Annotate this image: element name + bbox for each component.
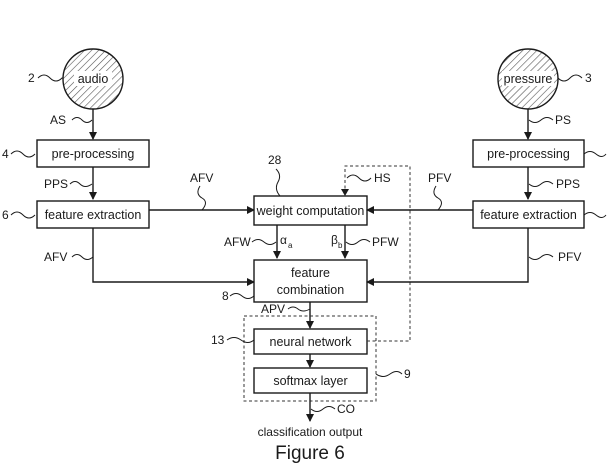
ps-label: PS <box>555 113 571 127</box>
pps-left-label: PPS <box>44 177 68 191</box>
co-leader <box>310 406 336 412</box>
afv-left-leader <box>71 254 94 260</box>
ref-13: 13 <box>211 333 225 347</box>
neural-network-label: neural network <box>270 335 353 349</box>
ref-leader-right-pre <box>583 151 607 157</box>
afv-top-leader <box>197 185 206 211</box>
ref-leader-9 <box>375 371 403 377</box>
feature-combination-label-1: feature <box>291 266 330 280</box>
weight-computation-label: weight computation <box>256 204 365 218</box>
afv-top-label: AFV <box>190 171 213 185</box>
ref-3: 3 <box>585 71 592 85</box>
hs-leader <box>346 174 372 182</box>
pps-right-leader <box>528 181 554 187</box>
pfv-to-combination-arrow <box>366 228 529 286</box>
pfv-right-leader <box>528 254 554 260</box>
pps-left-leader <box>69 181 93 187</box>
ref-leader-2 <box>37 74 63 82</box>
ref-leader-right-fe <box>583 212 607 218</box>
afv-left-label: AFV <box>44 250 67 264</box>
hs-label: HS <box>374 171 391 185</box>
pps-right-label: PPS <box>556 177 580 191</box>
as-label: AS <box>50 113 66 127</box>
ref-4: 4 <box>2 147 9 161</box>
ref-28: 28 <box>268 153 282 167</box>
as-leader <box>71 117 93 123</box>
softmax-layer-label: softmax layer <box>273 374 347 388</box>
audio-label: audio <box>78 72 109 86</box>
figure-title: Figure 6 <box>275 443 345 464</box>
apv-label: APV <box>261 302 285 316</box>
ref-leader-8 <box>229 293 255 299</box>
ps-leader <box>528 117 554 123</box>
ref-2: 2 <box>28 71 35 85</box>
hs-arrowhead <box>341 189 349 196</box>
alpha-subscript: a <box>288 241 293 250</box>
ref-leader-28 <box>275 168 281 197</box>
feature-combination-box <box>253 259 368 303</box>
ref-leader-3 <box>557 74 583 82</box>
beta-subscript: b <box>338 241 343 250</box>
afv-to-combination-arrow <box>92 228 255 286</box>
hs-feedback-path <box>344 165 411 342</box>
ref-leader-4 <box>10 150 36 158</box>
audio-source: audio <box>62 48 124 110</box>
ref-leader-6 <box>10 211 36 219</box>
alpha-symbol: α <box>280 233 287 247</box>
co-label: CO <box>337 402 355 416</box>
pfw-leader <box>345 239 371 245</box>
pfv-right-label: PFV <box>558 250 581 264</box>
apv-leader <box>287 306 311 312</box>
ref-9: 9 <box>404 367 411 381</box>
feature-extraction-left-box <box>36 200 150 229</box>
feature-extraction-right-label: feature extraction <box>480 208 577 222</box>
afw-leader <box>251 239 277 245</box>
ref-6: 6 <box>2 208 9 222</box>
pressure-source: pressure <box>497 48 559 110</box>
feature-combination-label-2: combination <box>277 283 344 297</box>
feature-extraction-right-box <box>472 200 585 229</box>
feature-extraction-left-label: feature extraction <box>45 208 142 222</box>
classification-output-label: classification output <box>258 425 363 439</box>
pfv-top-leader <box>433 185 442 211</box>
afw-label: AFW <box>224 235 251 249</box>
pfv-top-label: PFV <box>428 171 451 185</box>
beta-symbol: β <box>331 233 338 247</box>
pre-processing-right-label: pre-processing <box>487 147 570 161</box>
ref-leader-13 <box>226 337 255 343</box>
pressure-label: pressure <box>504 72 553 86</box>
softmax-layer-box <box>253 367 368 394</box>
pfw-label: PFW <box>372 235 399 249</box>
weight-computation-box <box>253 195 368 226</box>
ref-8: 8 <box>222 289 229 303</box>
pre-processing-left-label: pre-processing <box>52 147 135 161</box>
